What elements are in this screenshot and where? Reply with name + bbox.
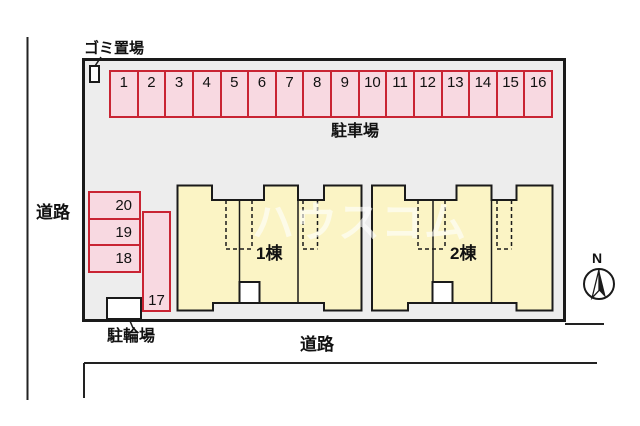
parking-space-13: 13 [440,70,471,118]
parking-space-number: 12 [419,74,437,91]
parking-space-20: 20 [88,191,141,220]
parking-space-number: 15 [502,74,519,91]
parking-space-number: 11 [392,74,408,91]
parking-space-17: 17 [142,211,171,312]
parking-space-number: 9 [340,74,349,91]
parking-space-number: 1 [119,74,128,91]
parking-space-3: 3 [164,70,194,118]
parking-space-number: 19 [115,223,132,241]
parking-space-12: 12 [412,70,443,118]
parking-space-1: 1 [109,70,139,118]
parking-space-number: 20 [115,196,132,214]
parking-space-number: 7 [285,74,294,91]
parking-space-number: 3 [174,74,184,91]
garbage-box [89,65,100,83]
building-1-label: 1棟 [256,244,283,263]
garbage-area-label: ゴミ置場 [84,40,145,57]
parking-space-number: 5 [230,74,239,91]
parking-space-number: 13 [446,74,464,91]
parking-space-number: 14 [474,74,492,91]
parking-space-number: 6 [257,74,267,91]
parking-space-8: 8 [302,70,332,118]
parking-space-number: 2 [147,74,156,91]
bicycle-parking-box [106,297,142,320]
compass-icon [583,268,615,301]
parking-space-6: 6 [247,70,277,118]
parking-space-19: 19 [88,217,141,247]
parking-space-4: 4 [191,70,222,118]
road-label-bottom: 道路 [300,335,334,354]
building-2-label: 2棟 [450,244,477,263]
parking-space-5: 5 [219,70,250,118]
parking-lot-label: 駐車場 [331,123,380,140]
parking-space-number: 16 [529,74,547,91]
compass-north-label: N [592,250,603,266]
parking-space-16: 16 [523,70,553,118]
parking-space-2: 2 [136,70,167,118]
parking-space-11: 11 [385,70,415,118]
parking-space-number: 18 [115,250,132,268]
road-label-left: 道路 [36,203,70,222]
parking-space-18: 18 [88,244,141,274]
parking-space-number: 10 [364,74,381,91]
side-parking-column: 20 19 18 [88,191,141,274]
bicycle-parking-label: 駐輪場 [107,328,156,345]
parking-space-7: 7 [274,70,305,118]
parking-space-14: 14 [468,70,498,118]
parking-space-number: 4 [202,74,211,91]
parking-space-number: 8 [313,74,322,91]
parking-space-number: 17 [148,292,165,309]
parking-space-9: 9 [330,70,360,118]
parking-row: 1 2 3 4 5 6 7 8 9 10 11 12 13 14 15 16 [109,70,553,118]
parking-space-10: 10 [357,70,388,118]
road-line-bottom [83,362,597,398]
parking-space-15: 15 [495,70,526,118]
